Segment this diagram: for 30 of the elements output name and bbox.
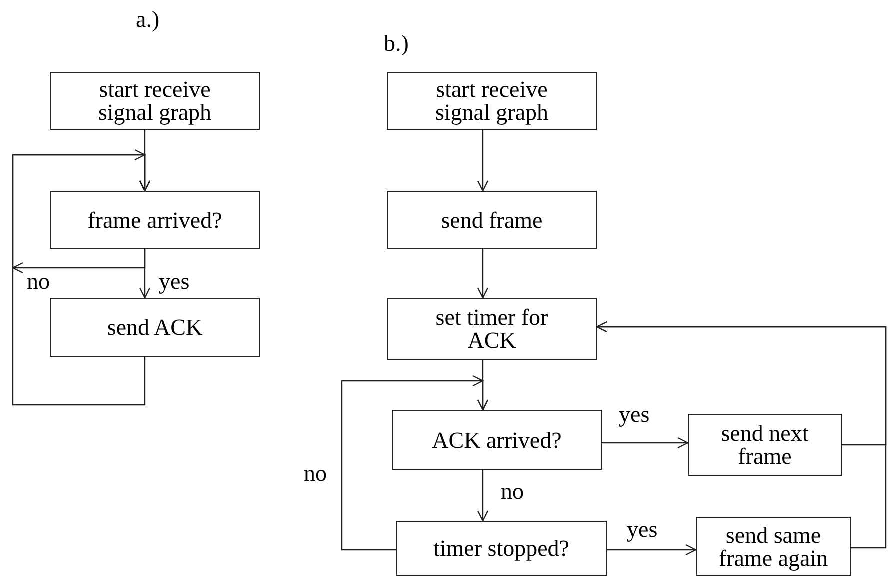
process-box <box>50 298 260 357</box>
panel-label: a.) <box>135 8 161 32</box>
process-box <box>688 414 842 476</box>
box-text: set timer for ACK <box>434 306 550 352</box>
box-text: timer stopped? <box>433 537 570 560</box>
panel-label: b.) <box>383 32 410 56</box>
box-text: start receive signal graph <box>97 78 213 124</box>
process-box <box>396 521 607 576</box>
box-text: start receive signal graph <box>434 78 550 124</box>
box-text: send ACK <box>107 316 203 339</box>
arrow <box>607 544 697 556</box>
arrow <box>596 321 887 549</box>
process-box <box>387 191 597 249</box>
box-text: send next frame <box>720 422 810 468</box>
process-box <box>696 517 851 576</box>
box-text: frame arrived? <box>88 208 222 232</box>
arrow <box>477 249 489 299</box>
process-box <box>50 72 260 130</box>
process-box <box>392 410 602 470</box>
arrow <box>602 437 689 449</box>
process-box <box>387 298 597 360</box>
arrow <box>477 470 489 522</box>
box-text: ACK arrived? <box>432 428 562 452</box>
process-box <box>387 72 597 130</box>
arrow <box>341 375 489 551</box>
box-text: send frame <box>441 208 543 232</box>
arrow <box>12 149 151 406</box>
process-box <box>50 191 260 249</box>
box-text: send same frame again <box>718 524 830 570</box>
arrow <box>477 130 489 192</box>
